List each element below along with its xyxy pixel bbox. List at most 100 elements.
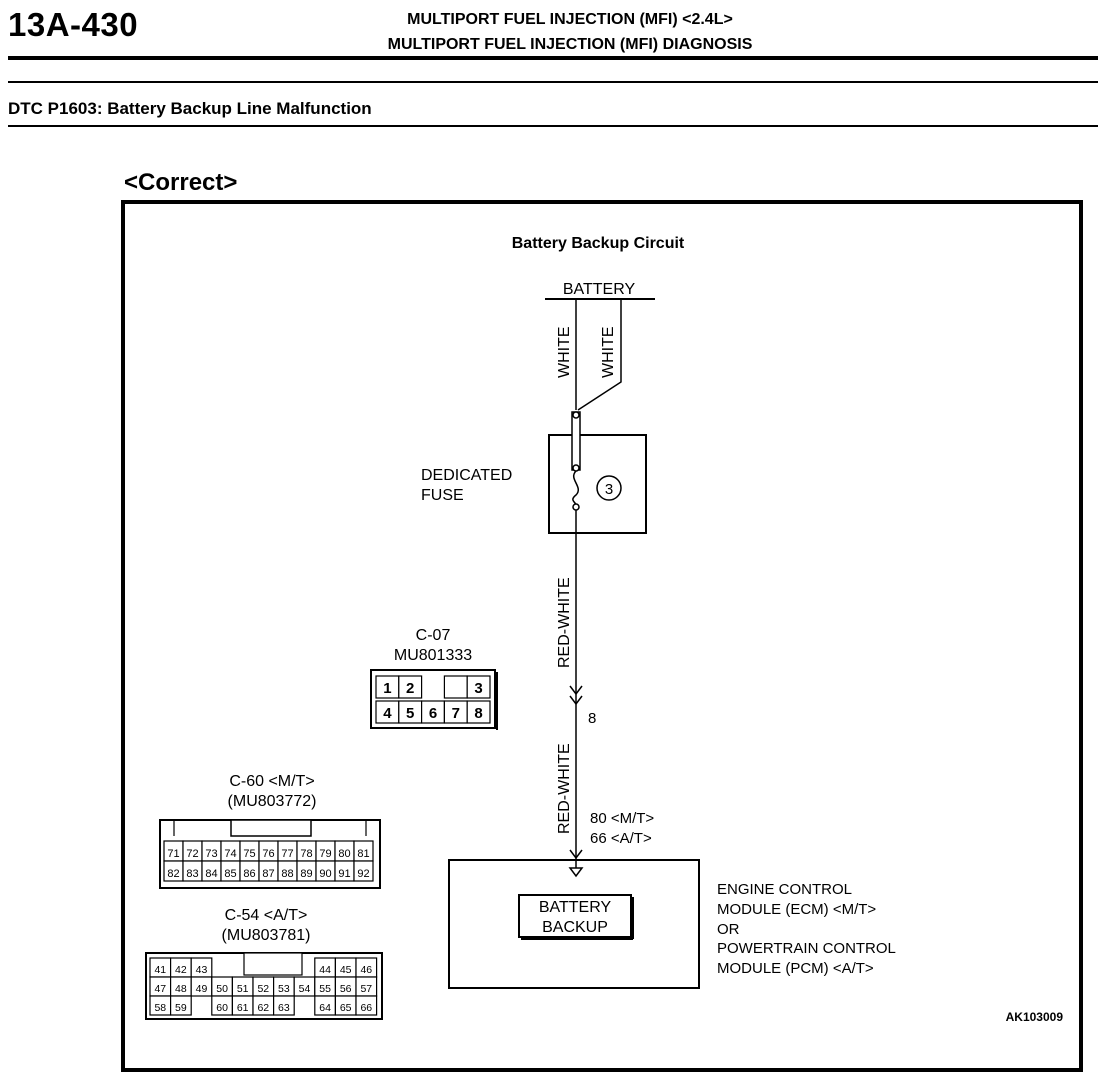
c54-pin-label: 53 <box>278 983 290 995</box>
ecm-module-box <box>448 859 700 989</box>
wire-color-red-white-1: RED-WHITE <box>556 577 573 668</box>
c60-pin-label: 90 <box>319 868 331 880</box>
white-wire-2 <box>577 300 622 411</box>
c07-name: C-07 <box>416 627 451 644</box>
c07-pin-label: 7 <box>452 705 460 722</box>
c54-latch <box>243 952 303 976</box>
fuse-label-2: FUSE <box>421 487 464 504</box>
c54-pin-label: 61 <box>237 1002 249 1014</box>
c54-pin-label: 54 <box>299 983 311 995</box>
fuse-terminal-bottom <box>572 503 580 511</box>
c07-pin-cell <box>466 700 491 724</box>
c60-pin-label: 82 <box>167 868 179 880</box>
c60-pin-label: 72 <box>186 848 198 860</box>
fuse-link <box>571 411 581 471</box>
wire-color-red-white-2: RED-WHITE <box>556 743 573 834</box>
c07-pin-cell <box>466 675 491 699</box>
c54-pin-label: 56 <box>340 983 352 995</box>
ecm-pin-at: 66 <A/T> <box>590 830 652 847</box>
c07-pin-label: 4 <box>383 705 392 722</box>
c07-pin-label: 8 <box>474 705 482 722</box>
c60-pin-label: 91 <box>338 868 350 880</box>
wire-color-white-2: WHITE <box>600 326 617 378</box>
c60-pin-cell <box>353 860 374 882</box>
c60-latch <box>230 819 312 837</box>
ecm-connector-symbol-2 <box>568 867 584 878</box>
c54-pin-cell <box>355 995 378 1016</box>
c60-pin-label: 73 <box>205 848 217 860</box>
c54-pin-label: 66 <box>360 1002 372 1014</box>
c07-pin-label: 5 <box>406 705 414 722</box>
battery-backup-label-1: BATTERY <box>539 899 612 916</box>
ecm-connector-symbol-1 <box>569 849 583 860</box>
module-desc-1: ENGINE CONTROL <box>717 881 852 898</box>
junction-pin: 8 <box>588 710 596 727</box>
module-desc-2: MODULE (ECM) <M/T> <box>717 901 876 918</box>
c07-part: MU801333 <box>394 647 472 664</box>
c60-pin-label: 79 <box>319 848 331 860</box>
header-rule-thick <box>8 56 1098 60</box>
dtc-rule <box>8 125 1098 127</box>
c54-pin-label: 63 <box>278 1002 290 1014</box>
c60-pin-label: 77 <box>281 848 293 860</box>
c54-pin-label: 52 <box>257 983 269 995</box>
figure-code: AK103009 <box>1006 1010 1064 1024</box>
c60-pin-label: 92 <box>357 868 369 880</box>
c60-pin-label: 88 <box>281 868 293 880</box>
module-desc-5: MODULE (PCM) <A/T> <box>717 960 874 977</box>
header-rule-thin <box>8 81 1098 83</box>
section-title: MULTIPORT FUEL INJECTION (MFI) <2.4L> <box>407 11 733 28</box>
c54-pin-label: 58 <box>154 1002 166 1014</box>
c60-pin-label: 86 <box>243 868 255 880</box>
c54-pin-label: 59 <box>175 1002 187 1014</box>
c54-pin-label: 45 <box>340 964 352 976</box>
page-code: 13A-430 <box>8 6 139 43</box>
c60-pin-label: 87 <box>262 868 274 880</box>
c54-pin-label: 43 <box>196 964 208 976</box>
c60-pin-label: 78 <box>300 848 312 860</box>
dtc-title: DTC P1603: Battery Backup Line Malfuncti… <box>8 99 372 118</box>
c54-pin-label: 44 <box>319 964 331 976</box>
battery-backup-label-2: BACKUP <box>542 919 608 936</box>
diagram-title: Battery Backup Circuit <box>512 235 685 252</box>
c54-pin-label: 48 <box>175 983 187 995</box>
c54-pin-label: 60 <box>216 1002 228 1014</box>
c54-part: (MU803781) <box>222 927 311 944</box>
fuse-number: 3 <box>605 481 613 498</box>
c54-pin-label: 46 <box>360 964 372 976</box>
c07-pin-label: 1 <box>383 680 391 697</box>
ecm-pin-mt: 80 <M/T> <box>590 810 654 827</box>
c54-pin-cell <box>273 995 295 1016</box>
correct-label: <Correct> <box>124 169 238 196</box>
c54-pin-label: 65 <box>340 1002 352 1014</box>
c60-pin-label: 83 <box>186 868 198 880</box>
c07-pin-cell <box>443 675 468 699</box>
c07-pin-label: 6 <box>429 705 437 722</box>
c60-name: C-60 <M/T> <box>229 773 314 790</box>
c07-pin-cell <box>398 675 423 699</box>
c54-pin-label: 51 <box>237 983 249 995</box>
c07-pin-label: 3 <box>474 680 482 697</box>
section-subtitle: MULTIPORT FUEL INJECTION (MFI) DIAGNOSIS <box>387 36 753 53</box>
c60-pin-label: 80 <box>338 848 350 860</box>
c60-pin-label: 81 <box>357 848 369 860</box>
c54-pin-label: 64 <box>319 1002 331 1014</box>
fuse-label-1: DEDICATED <box>421 467 512 484</box>
c60-pin-label: 75 <box>243 848 255 860</box>
c54-pin-label: 50 <box>216 983 228 995</box>
c54-pin-cell <box>170 995 192 1016</box>
c54-name: C-54 <A/T> <box>225 907 308 924</box>
c54-pin-label: 62 <box>257 1002 269 1014</box>
module-desc-4: POWERTRAIN CONTROL <box>717 940 896 957</box>
fuse-terminal-top <box>572 411 580 419</box>
junction-symbol-2 <box>569 695 583 706</box>
c60-part: (MU803772) <box>228 793 317 810</box>
c54-pin-label: 49 <box>196 983 208 995</box>
c54-pin-label: 42 <box>175 964 187 976</box>
c54-pin-label: 55 <box>319 983 331 995</box>
c54-pin-label: 41 <box>154 964 166 976</box>
